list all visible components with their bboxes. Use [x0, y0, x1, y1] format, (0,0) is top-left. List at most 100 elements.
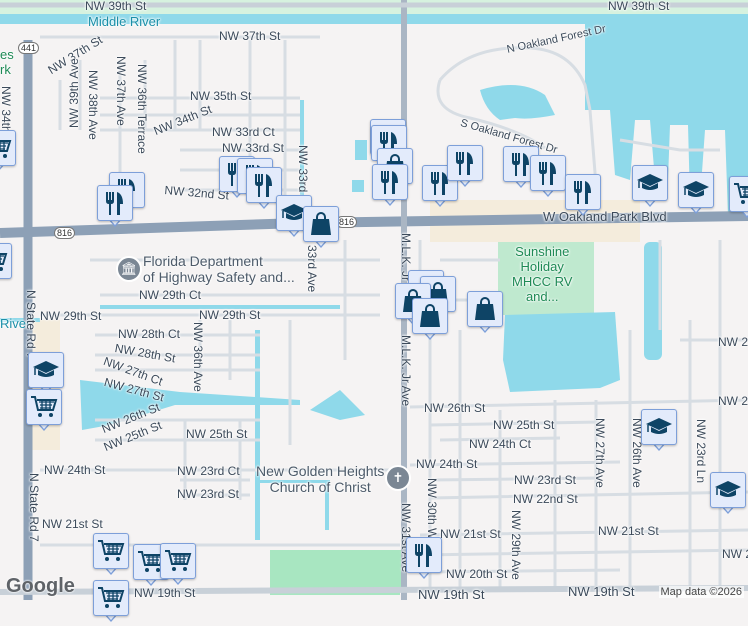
street-label: NW 23rd Ln [694, 419, 708, 484]
education-icon [678, 172, 714, 208]
street-label: NW 23rd St [514, 473, 577, 487]
map-attribution[interactable]: Map data ©2026 [658, 586, 744, 598]
street-label: NW 26 [718, 394, 748, 408]
restaurant-icon [530, 155, 566, 191]
restaurant-icon [97, 185, 133, 221]
street-label: NW 39th St [85, 0, 147, 13]
grocery-icon [93, 580, 129, 616]
street-label: NW 21st St [440, 527, 501, 541]
street-label: NW 28th Ct [118, 327, 181, 341]
shopping-marker[interactable] [303, 206, 339, 252]
dmv-label[interactable]: Florida Department of Highway Safety and… [143, 253, 295, 285]
grocery-icon [160, 543, 196, 579]
street-label: NW 33rd St [222, 141, 285, 155]
street-label: NW 21st St [42, 517, 103, 531]
shopping-icon [412, 298, 448, 334]
marker-pointer [651, 441, 667, 451]
street-label: W Oakland Park Blvd [543, 209, 667, 224]
grocery-marker[interactable] [0, 130, 16, 176]
marker-pointer [286, 227, 302, 237]
street-label: NW 22nd St [513, 492, 578, 506]
education-marker[interactable] [710, 472, 746, 518]
grocery-marker[interactable] [0, 243, 12, 289]
grocery-marker[interactable] [729, 176, 748, 222]
marker-pointer [432, 197, 448, 207]
marker-pointer [688, 204, 704, 214]
restaurant-icon [406, 537, 442, 573]
grocery-icon [729, 176, 748, 212]
shopping-marker[interactable] [412, 298, 448, 344]
education-marker[interactable] [678, 172, 714, 218]
street-label: NW 25th St [493, 418, 555, 432]
marker-pointer [36, 421, 52, 431]
google-logo: Google [6, 575, 75, 597]
marker-pointer [107, 217, 123, 227]
education-marker[interactable] [641, 409, 677, 455]
education-marker[interactable] [632, 165, 668, 211]
street-label: NW 33rd Ct [212, 125, 275, 139]
marker-pointer [457, 177, 473, 187]
restaurant-marker[interactable] [406, 537, 442, 583]
street-label: NW 26th St [424, 401, 486, 415]
marker-pointer [143, 576, 159, 586]
restaurant-marker[interactable] [447, 145, 483, 191]
street-label: NW 24th St [416, 457, 478, 471]
street-label: NW 23rd St [177, 487, 240, 501]
street-label: NW 27 [718, 335, 748, 349]
marker-pointer [422, 330, 438, 340]
street-label: NW 37th Ave [114, 56, 128, 126]
grocery-marker[interactable] [133, 544, 169, 590]
restaurant-icon [447, 145, 483, 181]
street-label: NW 25th St [186, 427, 248, 441]
marker-pointer [103, 565, 119, 575]
education-icon [710, 472, 746, 508]
park-label: es [0, 47, 14, 62]
water-label: Middle River [88, 14, 161, 29]
rv-park-label[interactable]: Sunshine Holiday MHCC RV and... [512, 244, 573, 304]
education-icon [28, 352, 64, 388]
church-icon[interactable]: ✝ [385, 465, 411, 491]
education-icon [632, 165, 668, 201]
marker-pointer [739, 208, 748, 218]
grocery-icon [0, 130, 16, 166]
grocery-marker[interactable] [93, 580, 129, 626]
street-label: NW 23rd Ct [177, 464, 240, 478]
government-icon[interactable]: 🏛 [116, 256, 142, 282]
street-label: NW 38th Ave [86, 70, 100, 140]
route-shield: 816 [54, 227, 76, 239]
street-label: NW 27th Ave [593, 418, 607, 488]
street-label: NW 34th [0, 86, 13, 133]
street-label: NW 39th St [608, 0, 670, 13]
restaurant-marker[interactable] [97, 185, 133, 231]
restaurant-marker[interactable] [565, 174, 601, 220]
street-label: NW 21st St [598, 524, 659, 538]
grocery-marker[interactable] [26, 389, 62, 435]
marker-pointer [540, 187, 556, 197]
street-label: NW 19th St [568, 584, 635, 599]
shopping-marker[interactable] [467, 291, 503, 337]
route-shield: 816 [336, 216, 358, 228]
street-label: NW 35th St [190, 89, 252, 103]
street-label: NW 29th St [199, 308, 261, 322]
restaurant-icon [565, 174, 601, 210]
restaurant-marker[interactable] [530, 155, 566, 201]
church-label[interactable]: New Golden Heights Church of Christ [256, 463, 385, 495]
marker-pointer [416, 569, 432, 579]
street-label: NW 36th Ave [191, 322, 205, 392]
shopping-icon [467, 291, 503, 327]
marker-pointer [313, 238, 329, 248]
street-label: NW 20th St [446, 567, 508, 581]
street-label: NW 39th Ave [67, 58, 81, 128]
grocery-marker[interactable] [93, 533, 129, 579]
marker-pointer [642, 197, 658, 207]
restaurant-marker[interactable] [372, 164, 408, 210]
marker-pointer [513, 178, 529, 188]
street-label: 33rd Ave [305, 245, 319, 293]
marker-pointer [575, 206, 591, 216]
grocery-marker[interactable] [160, 543, 196, 589]
street-label: NW 19th St [418, 587, 485, 602]
park-label: rk [0, 62, 11, 77]
street-label: N State Rd 7 [24, 290, 38, 359]
street-label: NW 24th Ct [469, 437, 532, 451]
